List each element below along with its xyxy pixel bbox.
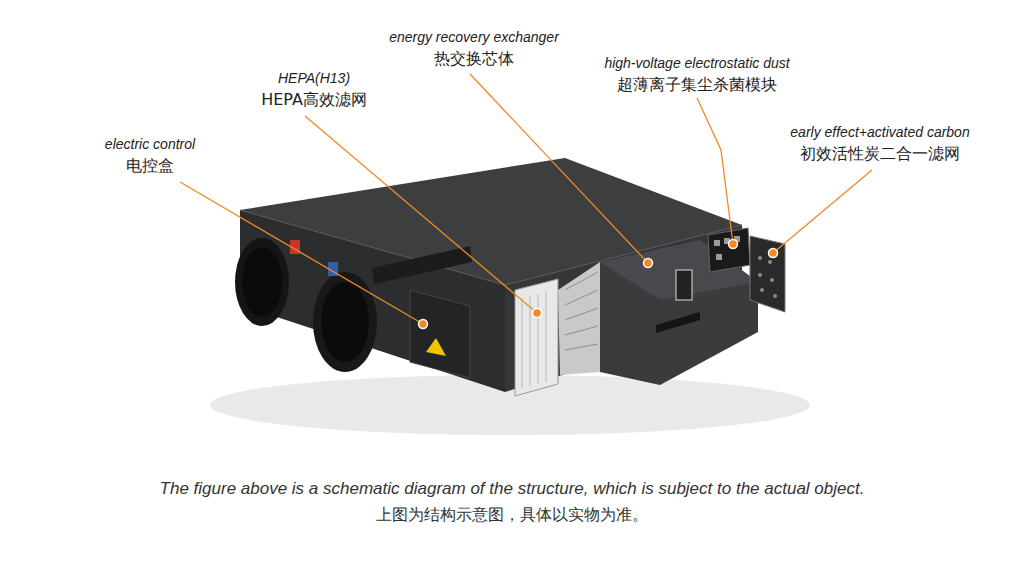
duct-collar [235, 238, 289, 326]
exchanger-handle [656, 312, 700, 333]
callout-dot [769, 249, 778, 258]
leader-line [180, 182, 423, 324]
part-label: electric control [105, 136, 195, 153]
leader-line [697, 98, 733, 244]
caption-text: 上图为结构示意图，具体以实物为准。 [376, 505, 648, 524]
electrostatic-module [708, 228, 750, 272]
exchanger-fins [565, 272, 598, 350]
hepa-filter [515, 279, 558, 396]
duct-collar [313, 272, 377, 372]
leader-line [305, 116, 537, 313]
exchanger-core-face [558, 262, 600, 375]
part-label: energy recovery exchanger [389, 29, 559, 46]
part-label: 电控盒 [126, 156, 174, 175]
carbon-filter-dots [758, 256, 777, 298]
leader-line [773, 170, 872, 253]
callout-dots [419, 240, 778, 329]
leader-lines [180, 74, 872, 324]
exchanger-badge [676, 270, 692, 300]
part-label: early effect+activated carbon [790, 124, 969, 141]
exchanger-top [600, 240, 758, 300]
part-label: 超薄离子集尘杀菌模块 [617, 75, 777, 94]
duct-opening [321, 282, 369, 362]
unit-sticker [372, 246, 472, 284]
warning-sign [426, 338, 446, 356]
leader-line [470, 74, 648, 263]
electric-control-box [410, 290, 470, 378]
part-label: high-voltage electrostatic dust [604, 55, 789, 72]
callout-dot [644, 259, 653, 268]
part-label: HEPA高效滤网 [261, 90, 367, 109]
callout-dot [533, 309, 542, 318]
callout-dot [419, 320, 428, 329]
duct-opening [242, 247, 282, 317]
module-parts [714, 236, 740, 260]
callout-dot [729, 240, 738, 249]
part-label: 热交换芯体 [434, 49, 514, 68]
part-label: 初效活性炭二合一滤网 [800, 144, 960, 163]
caption-text: The figure above is a schematic diagram … [160, 479, 865, 499]
filter-pleats [522, 291, 546, 388]
part-label: HEPA(H13) [278, 70, 350, 87]
